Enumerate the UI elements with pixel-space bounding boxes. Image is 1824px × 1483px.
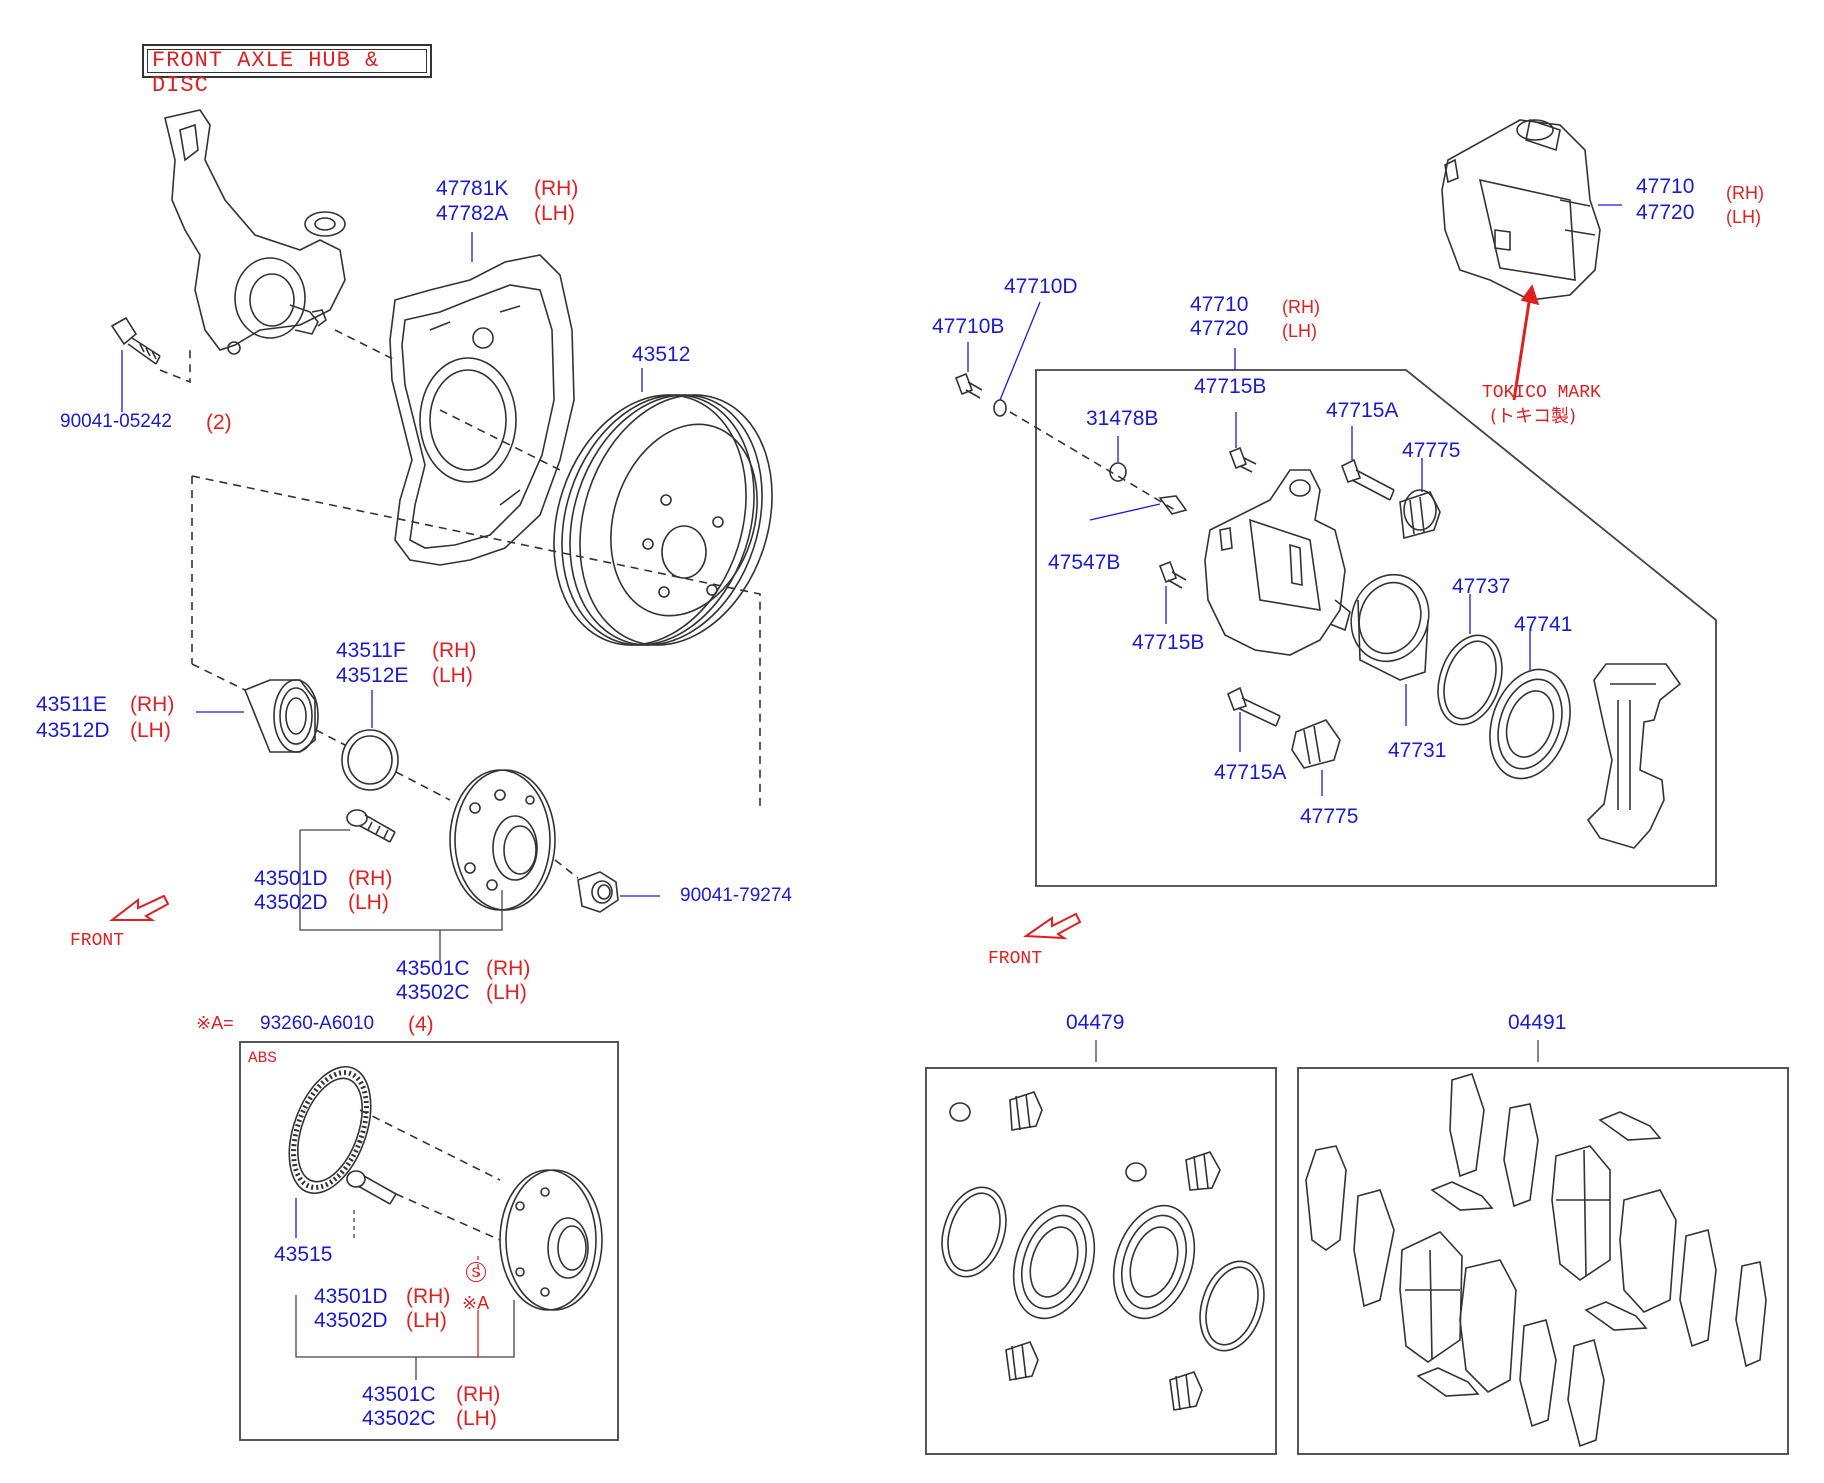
label-lh: (LH): [406, 1309, 447, 1332]
guide-pin: [1340, 458, 1395, 501]
label-43511E: 43511E: [36, 693, 107, 716]
label-43502D-abs: 43502D: [314, 1309, 388, 1332]
label-note-a: ※A: [462, 1293, 490, 1313]
label-93260-A6010: 93260-A6010: [260, 1013, 375, 1034]
label-43511F: 43511F: [336, 639, 406, 662]
label-47547B: 47547B: [1048, 551, 1121, 574]
label-47715B-lower: 47715B: [1132, 631, 1205, 654]
abs-box: [239, 1041, 619, 1441]
label-47710B: 47710B: [932, 315, 1005, 338]
label-43512: 43512: [632, 343, 691, 366]
label-90041-05242: 90041-05242: [60, 411, 172, 432]
label-qty-4: (4): [408, 1013, 434, 1036]
bleeder-screw: [954, 372, 983, 399]
label-tokico-jp: (トキコ製): [1490, 406, 1577, 427]
hub-bearing: [243, 679, 319, 753]
label-43501C: 43501C: [396, 957, 470, 980]
label-47737: 47737: [1452, 575, 1511, 598]
label-43501D-abs: 43501D: [314, 1285, 388, 1308]
label-47715A: 47715A: [1326, 399, 1399, 422]
pin-boot: [1399, 489, 1441, 540]
label-47781K: 47781K: [436, 177, 509, 200]
abs-hub-group: [288, 1065, 603, 1311]
label-43502D: 43502D: [254, 891, 328, 914]
label-rh: (RH): [534, 177, 579, 200]
label-rh: (RH): [348, 867, 393, 890]
caliper-tokico-view: [1441, 118, 1601, 301]
label-04479: 04479: [1066, 1011, 1125, 1034]
label-47782A: 47782A: [436, 202, 509, 225]
axle-hub: [449, 769, 556, 911]
label-43502C-abs: 43502C: [362, 1407, 436, 1430]
label-lh: (LH): [486, 981, 527, 1004]
front-arrow-icon: [1023, 912, 1082, 940]
label-rh: (RH): [406, 1285, 451, 1308]
label-31478B: 31478B: [1086, 407, 1159, 430]
label-rh: (RH): [130, 693, 175, 716]
label-47710D: 47710D: [1004, 275, 1078, 298]
kit-04479-parts: [941, 1091, 1265, 1411]
label-47741: 47741: [1514, 613, 1573, 636]
label-lh: (LH): [432, 664, 473, 687]
label-47710-tokico: 47710: [1636, 175, 1695, 198]
label-lh: (LH): [348, 891, 389, 914]
kit-04479-box: [925, 1067, 1277, 1455]
front-arrow-icon: [109, 894, 170, 921]
hub-bolt: [346, 809, 396, 843]
label-lh: (LH): [534, 202, 575, 225]
label-04491: 04491: [1508, 1011, 1567, 1034]
label-lh: (LH): [1726, 207, 1761, 227]
label-rh: (RH): [1282, 297, 1320, 317]
label-rh: (RH): [432, 639, 477, 662]
caliper-mount-bracket: [1586, 663, 1682, 849]
caliper-piston: [1350, 573, 1430, 681]
label-90041-79274: 90041-79274: [680, 885, 792, 906]
label-43512E: 43512E: [336, 664, 409, 687]
kit-04491-parts: [1305, 1073, 1767, 1448]
label-43515: 43515: [274, 1243, 333, 1266]
label-rh: (RH): [1726, 183, 1764, 203]
diagram-title-box: FRONT AXLE HUB & DISC: [142, 44, 432, 98]
brake-disc: [553, 394, 773, 646]
label-47731: 47731: [1388, 739, 1447, 762]
label-47775: 47775: [1402, 439, 1461, 462]
label-rh: (RH): [456, 1383, 501, 1406]
label-lh: (LH): [1282, 321, 1317, 341]
label-lh: (LH): [456, 1407, 497, 1430]
diagram-title: FRONT AXLE HUB & DISC: [152, 48, 380, 98]
hub-nut: [577, 871, 619, 913]
snap-ring: [341, 729, 399, 791]
label-47720-tokico: 47720: [1636, 201, 1695, 224]
label-47715B: 47715B: [1194, 375, 1267, 398]
label-43512D: 43512D: [36, 719, 110, 742]
label-qty-2: (2): [206, 411, 232, 434]
dust-shield: [389, 254, 575, 566]
label-47720: 47720: [1190, 317, 1249, 340]
label-47710: 47710: [1190, 293, 1249, 316]
label-47775-lower: 47775: [1300, 805, 1359, 828]
label-43501C-abs: 43501C: [362, 1383, 436, 1406]
kit-04491-box: [1297, 1067, 1789, 1455]
label-abs: ABS: [248, 1049, 277, 1067]
caliper-body: [1204, 469, 1351, 656]
label-43501D: 43501D: [254, 867, 328, 890]
label-front-right: FRONT: [988, 949, 1043, 969]
caliper-kit-outline: [1035, 369, 1717, 887]
label-note-a-prefix: ※A=: [196, 1013, 234, 1033]
bolt-90041-05242: [110, 316, 161, 365]
label-tokico-mark: TOKICO MARK: [1482, 383, 1601, 403]
steering-knuckle: [164, 109, 346, 355]
label-front-left: FRONT: [70, 931, 125, 951]
s-mark-icon: S: [466, 1262, 486, 1282]
label-47715A-lower: 47715A: [1214, 761, 1287, 784]
label-rh: (RH): [486, 957, 531, 980]
label-43502C: 43502C: [396, 981, 470, 1004]
label-lh: (LH): [130, 719, 171, 742]
